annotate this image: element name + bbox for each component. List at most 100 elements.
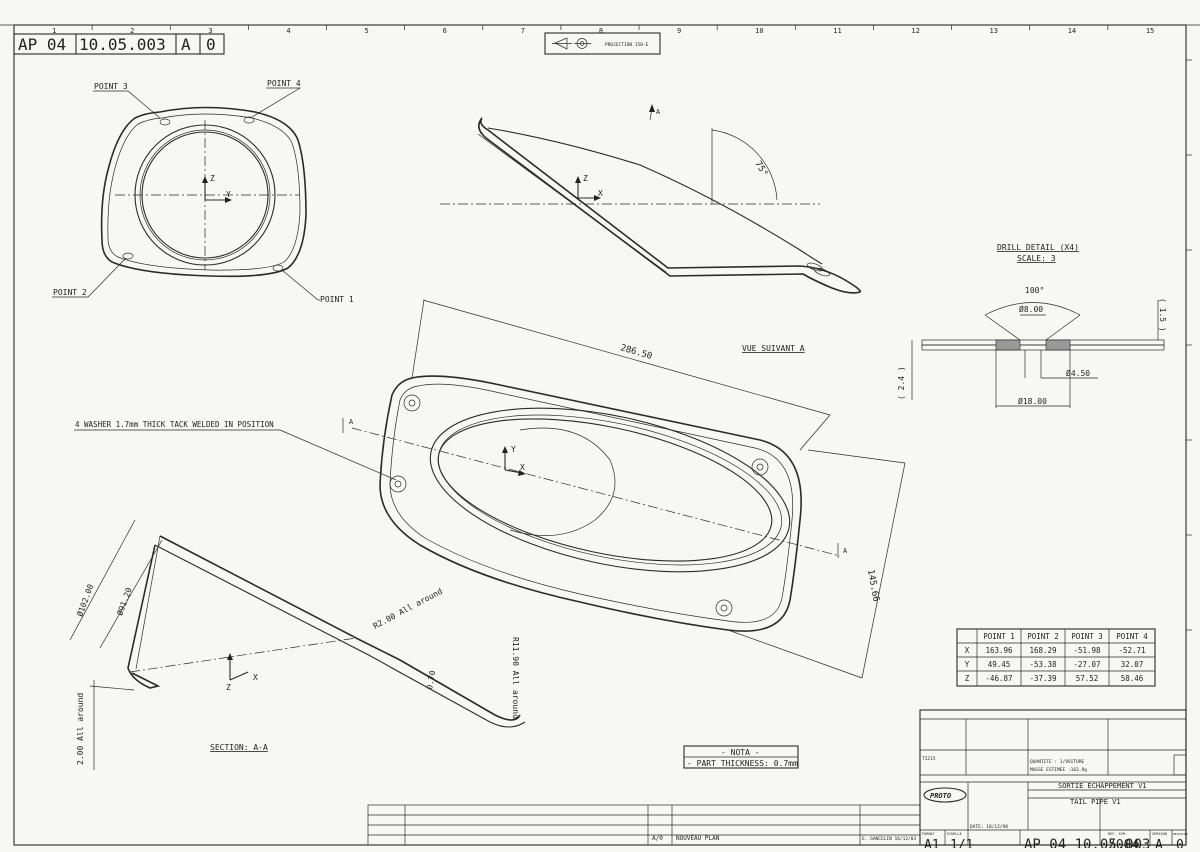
table-cell: X [965,646,970,655]
drill-scale: SCALE: 3 [1017,254,1056,263]
main-plan-view: 286.50 145.66 4 WASHER 1.7mm THICK TACK … [74,299,906,679]
table-cell: -46.87 [985,674,1012,683]
table-cell: Z [965,674,970,683]
quantity: QUANTITE : 1/VOITURE [1030,759,1084,765]
angle-label: 75° [752,160,769,179]
axis-y-label: Y [226,190,231,199]
table-cell: 168.29 [1029,646,1056,655]
table-cell: -27.07 [1073,660,1100,669]
table-cell: Y [965,660,970,669]
drill-angle: 100° [1025,286,1044,295]
table-cell: 32.07 [1121,660,1144,669]
axis-z-label: Z [210,174,215,183]
format-value: A1 [924,838,940,848]
rev-label: A/0 [652,835,663,842]
scale-value: 1/1 [950,838,973,848]
ruler-number: 12 [911,27,919,35]
flange-front-view: Z Y POINT 3 POINT 4 POINT 2 POINT 1 [52,79,354,304]
frame-border [13,24,1187,846]
drill-d8: Ø8.00 [1019,304,1043,314]
table-cell: -53.38 [1029,660,1057,669]
ruler-number: 15 [1146,27,1154,35]
side-view: 75° A Z X [440,104,862,294]
col-echelle: ECHELLE [947,832,962,836]
ruler-number: 3 [208,27,212,35]
section-h2: 2.00 All around [76,693,85,765]
header-code-3: A [181,35,191,54]
title-ref: /004 [1108,838,1139,848]
col-ref: REF. SYM. [1108,832,1127,836]
ruler-number: 10 [755,27,763,35]
title-fr: SORTIE ECHAPPEMENT V1 [1058,782,1147,790]
header-code-4: 0 [206,35,216,54]
point-1-label: POINT 1 [320,295,354,304]
table-cell: 58.46 [1121,674,1144,683]
table-cell: 57.52 [1076,674,1099,683]
ruler-number: 11 [833,27,841,35]
nota-text: - PART THICKNESS: 0.7mm [687,759,798,768]
title-version: A [1155,838,1163,848]
section-d91: Ø91.20 [114,586,133,617]
title-block: PROTO SORTIE ECHAPPEMENT V1 TAIL PIPE V1… [919,709,1188,852]
ruler-number: 14 [1068,27,1076,35]
table-cell: -52.71 [1118,646,1145,655]
section-axis-x: X [253,673,258,682]
section-r2: R2.00 All around [372,587,444,631]
length-dimension: 286.50 [619,343,653,362]
section-r11: R11.90 All around [511,637,520,719]
section-d102: Ø102.00 [74,582,95,617]
table-cell: -37.39 [1029,674,1056,683]
section-mark-top: A [349,418,354,426]
drill-detail: DRILL DETAIL (X4) SCALE: 3 100° Ø8.00 Ø4… [897,243,1167,408]
width-dimension-line [861,462,906,679]
brand-name: PROTO [930,792,951,800]
ruler-number: 6 [443,27,447,35]
drill-d45: Ø4.50 [1066,368,1090,378]
title-en: TAIL PIPE V1 [1070,798,1121,806]
ruler-number: 13 [990,27,998,35]
ruler-number: 4 [286,27,290,35]
ruler-number: 2 [130,27,134,35]
main-axis-x: X [520,463,525,472]
drill-h15: ( 1.5 ) [1158,298,1167,332]
col-version: VERSION [1152,832,1167,836]
point-2-label: POINT 2 [53,288,87,297]
view-label: VUE SUIVANT A [742,344,805,353]
date: DATE: 18/12/98 [970,824,1008,830]
drill-title: DRILL DETAIL (X4) [997,243,1079,252]
table-cell: 163.96 [985,646,1013,655]
rev-desc: NOUVEAU PLAN [676,835,720,842]
material: TI215 [922,756,936,762]
table-cell: POINT 4 [1116,632,1148,641]
header-code-2: 10.05.003 [79,35,166,54]
angle-arc [711,129,778,201]
title-revision: 0 [1176,838,1184,848]
section-label: SECTION: A-A [210,743,268,752]
drill-d18: Ø18.00 [1018,396,1047,406]
table-cell: POINT 1 [983,632,1015,641]
section-view: Ø102.00 Ø91.20 R2.00 All around 0.70 R11… [69,519,526,770]
section-t070: 0.70 [425,670,437,691]
header-code-box: AP 04 10.05.003 A 0 [13,33,225,55]
projection-symbol-box: PROJECTION 150-E [544,32,661,55]
table-cell: -51.98 [1073,646,1101,655]
col-revision: REVISION [1173,832,1188,836]
washer-note: 4 WASHER 1.7mm THICK TACK WELDED IN POSI… [75,420,274,429]
drill-h24: ( 2.4 ) [897,366,906,400]
table-cell: POINT 3 [1071,632,1103,641]
revision-table: A/0 NOUVEAU PLAN E. GANCELIN 16/12/03 [367,804,921,846]
right-ruler [1186,59,1192,631]
nota-box: - NOTA - - PART THICKNESS: 0.7mm [683,745,799,769]
length-dimension-line [422,299,831,416]
table-cell: 49.45 [988,660,1011,669]
ruler-number: 8 [599,27,603,35]
main-axis-y: Y [511,445,516,454]
section-mark-bottom: A [843,547,848,555]
side-section-mark: A [656,108,661,116]
side-axis-z: Z [583,174,588,183]
point-4-label: POINT 4 [267,79,301,88]
